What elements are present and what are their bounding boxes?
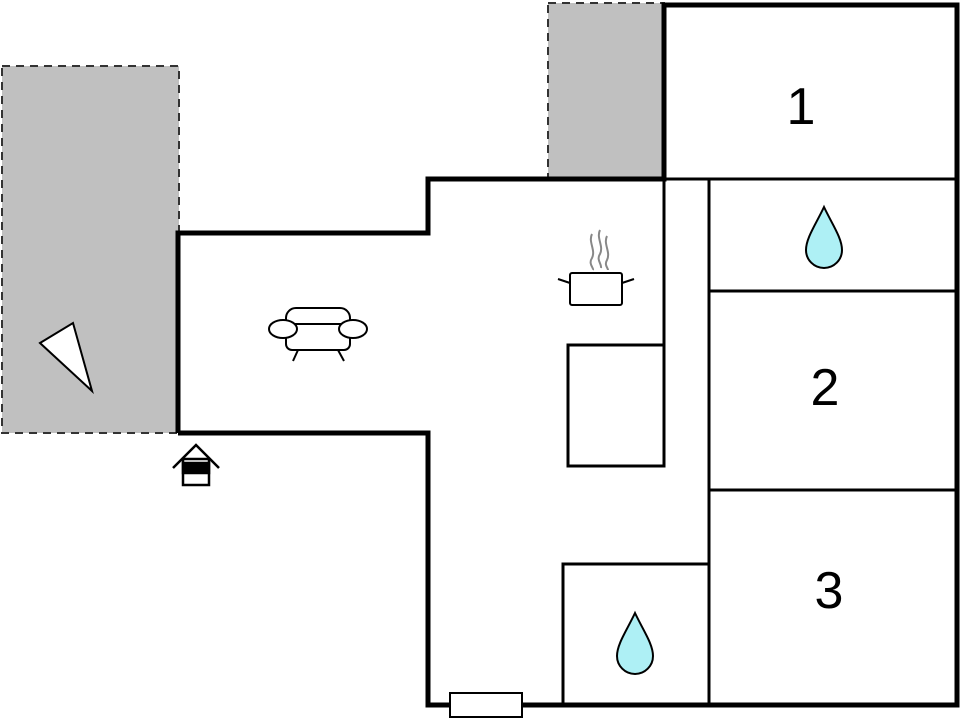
viewpoint-cone-icon bbox=[38, 321, 94, 395]
entrance-icon bbox=[172, 443, 220, 487]
water-drop-icon bbox=[804, 204, 844, 269]
terrace-west bbox=[1, 65, 180, 434]
sofa-icon bbox=[268, 307, 368, 362]
cooking-pot-icon bbox=[589, 229, 610, 271]
cooking-pot-body bbox=[557, 272, 635, 306]
room-label-2: 2 bbox=[811, 359, 840, 417]
outer-walls bbox=[175, 2, 960, 708]
room-label-3: 3 bbox=[815, 562, 844, 620]
terrace-north bbox=[547, 2, 665, 180]
heater-icon bbox=[449, 692, 523, 718]
kitchen-counter bbox=[566, 343, 666, 468]
water-drop-icon bbox=[615, 610, 655, 675]
interior-walls bbox=[561, 177, 957, 705]
room-label-1: 1 bbox=[787, 78, 816, 136]
